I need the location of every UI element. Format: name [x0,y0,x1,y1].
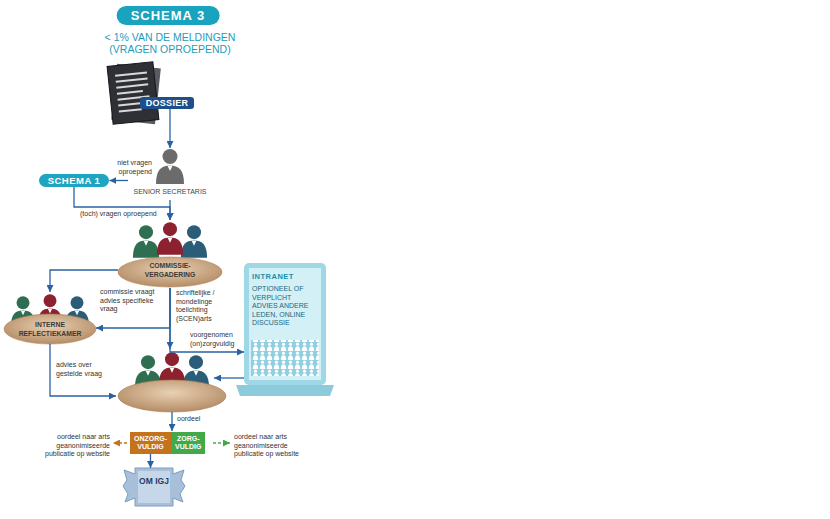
node-body: OPTIONEEL OF VERPLICHT ADVIES ANDERE LED… [252,285,318,328]
laptop-screen [244,263,326,385]
edge-label: niet vragen oproepend [96,159,152,176]
node-label: ZORG- VULDIG [175,435,201,451]
subtitle: < 1% VAN DE MELDINGEN (VRAGEN OPROEPEND) [95,31,245,55]
node-label: INTRANET [252,272,318,281]
dashed-arrow [113,442,127,443]
crest-node: OM IGJ [127,468,181,506]
node-label: DOSSIER [146,98,189,108]
flow-connector [96,288,170,328]
node-label: INTERNE REFLECTIEKAMER [12,321,88,338]
verdict-box: ONZORG- VULDIG [130,432,171,454]
outcome-note: oordeel naar arts geanonimiseerde public… [234,433,304,459]
person-icon [133,225,159,258]
person-icon [156,149,184,184]
crest-inner [138,471,170,503]
person-icon [181,225,207,258]
intranet-laptop: INTRANET OPTIONEEL OF VERPLICHT ADVIES AN… [244,263,326,397]
edge-label: voorgenomen (on)zorgvuldig [190,331,246,348]
flow-connector [169,200,170,220]
flow-arrow [214,377,244,378]
laptop-base [236,385,334,396]
note-text: advies over gestelde vraag [56,361,114,378]
dossier-icon [107,62,159,124]
person-icon [157,222,183,255]
crowd-ground [251,340,319,376]
node-label: ONZORG- VULDIG [134,435,167,451]
meeting-node: INTERNE REFLECTIEKAMER [4,292,96,344]
crest-shape [123,468,185,506]
verdict-box: ZORG- VULDIG [171,432,205,454]
edge-label: (toch) vragen oproepend [80,210,170,219]
meeting-node: COMMISSIE- VERGADERING [118,220,222,288]
flow-connector [169,109,170,148]
node-label: SCHEMA 1 [48,175,101,186]
dossier-badge: DOSSIER [140,97,195,109]
flow-connector [150,454,151,468]
meeting-table [4,314,96,344]
dashed-arrow [213,442,230,443]
node-label: OM IGJ [138,476,170,486]
title-badge: SCHEMA 3 [117,6,220,25]
edge-label: commissie vraagt advies specifieke vraag [100,288,160,314]
flow-arrow [171,412,172,431]
outcome-note: oordeel naar arts geanonimiseerde public… [44,433,110,459]
node-label: COMMISSIE- VERGADERING [139,262,201,279]
dossier-cover [107,62,159,124]
flow-arrow [50,344,116,396]
flow-connector [109,180,128,181]
meeting-table [118,380,226,412]
note-text: oordeel [177,415,217,424]
meeting-table [118,257,222,287]
note-text: schriftelijke / mondelinge toelichting (… [176,289,234,323]
node-label: SENIOR SECRETARIS [128,188,212,197]
schema-badge: SCHEMA 1 [39,174,110,187]
laptop-display [249,268,321,380]
crowd-icons [251,340,319,376]
